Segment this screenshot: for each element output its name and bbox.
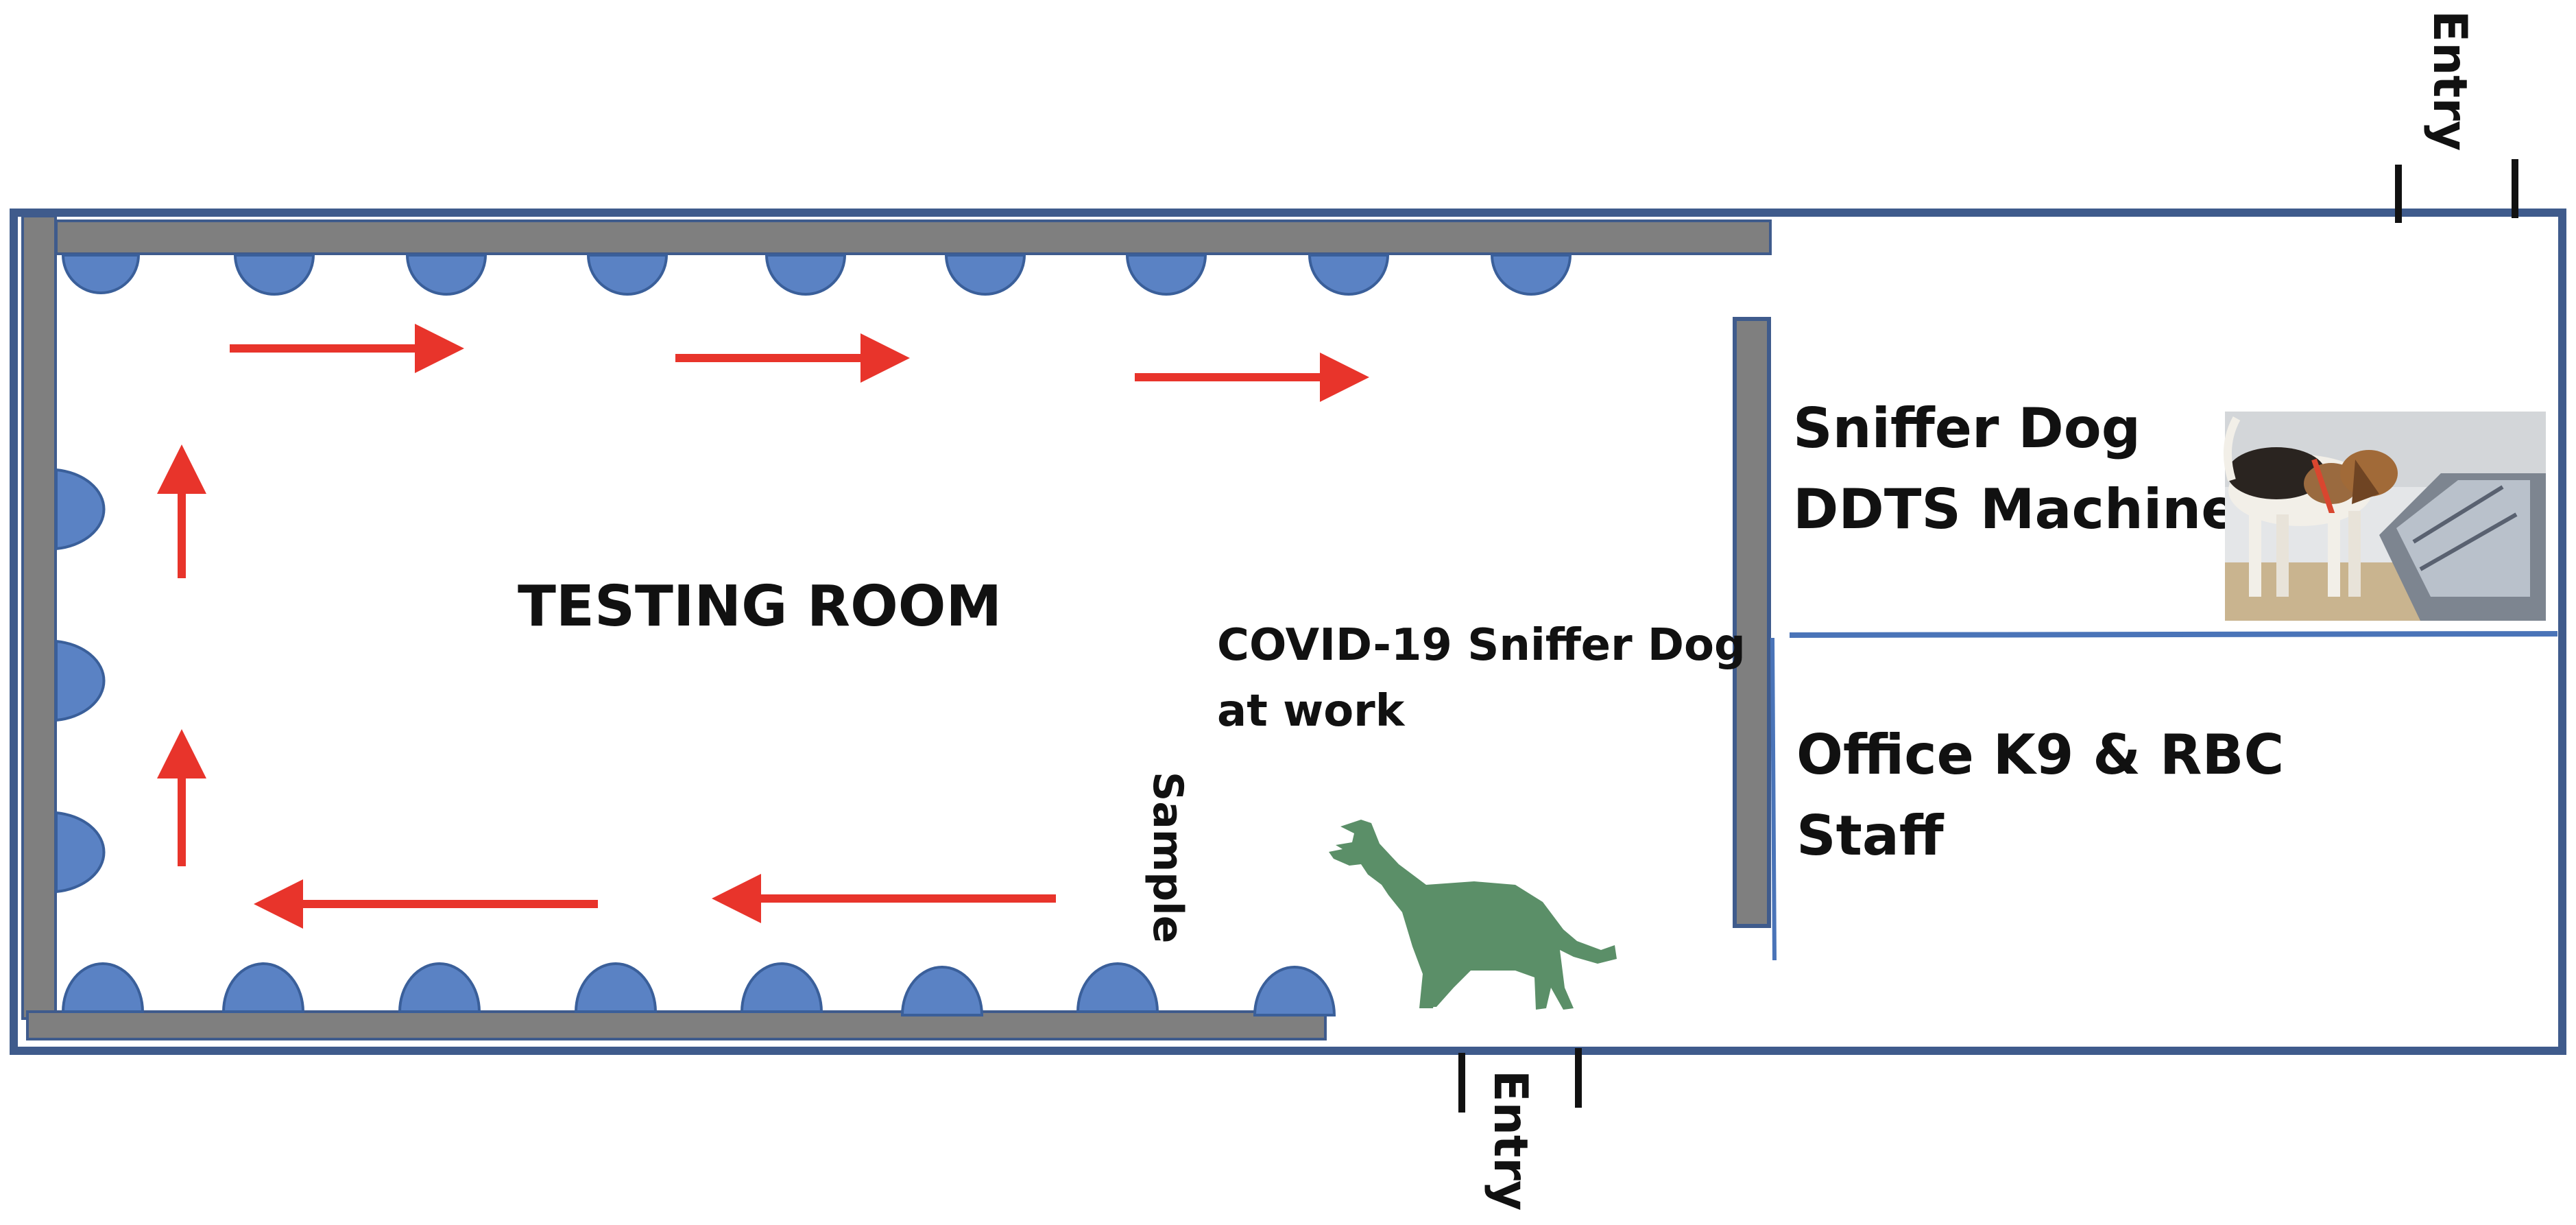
sample-station	[900, 966, 984, 1016]
sample-station	[765, 254, 847, 296]
sample-station	[398, 962, 481, 1013]
entry-bottom-label: Entry	[1483, 1070, 1537, 1211]
sample-station	[233, 254, 315, 296]
sample-station	[55, 468, 106, 551]
sample-station	[574, 962, 658, 1013]
sample-station	[55, 811, 106, 894]
covid-dog-label-line2: at work	[1217, 686, 1406, 737]
right-vertical-divider	[1770, 637, 1777, 961]
testing-room-label: TESTING ROOM	[518, 574, 1002, 639]
sample-station	[61, 962, 145, 1013]
dog-silhouette-icon	[1329, 820, 1617, 1010]
sniffer-machine-label-line2: DDTS Machine	[1793, 477, 2238, 541]
office-label-line1: Office K9 & RBC	[1796, 723, 2284, 787]
sample-station	[1308, 254, 1390, 296]
sample-station	[61, 254, 141, 294]
beagle-sniffing-machine-photo	[2223, 412, 2546, 621]
sample-station	[1125, 254, 1207, 296]
right-horizontal-divider	[1789, 631, 2558, 638]
sample-station	[1490, 254, 1572, 296]
sample-stations	[55, 254, 1572, 1016]
entry-top-label: Entry	[2422, 10, 2477, 151]
left-bench	[21, 215, 57, 1020]
sample-station	[405, 254, 487, 296]
sample-station	[221, 962, 305, 1013]
center-partition	[1733, 317, 1771, 928]
sample-station	[1076, 962, 1159, 1013]
sniffer-machine-label-line1: Sniffer Dog	[1793, 396, 2141, 460]
sample-station	[55, 639, 106, 722]
covid-dog-label-line1: COVID-19 Sniffer Dog	[1217, 620, 1746, 671]
top-bench	[55, 219, 1772, 255]
entry-door-marks	[1458, 159, 2518, 1113]
sample-station	[740, 962, 823, 1013]
bottom-bench	[26, 1010, 1327, 1040]
office-label-line2: Staff	[1796, 804, 1945, 868]
walking-path-arrows	[157, 324, 1369, 929]
sample-label: Sample	[1144, 772, 1192, 943]
sample-station	[1253, 966, 1336, 1016]
sample-station	[586, 254, 669, 296]
sample-station	[944, 254, 1026, 296]
